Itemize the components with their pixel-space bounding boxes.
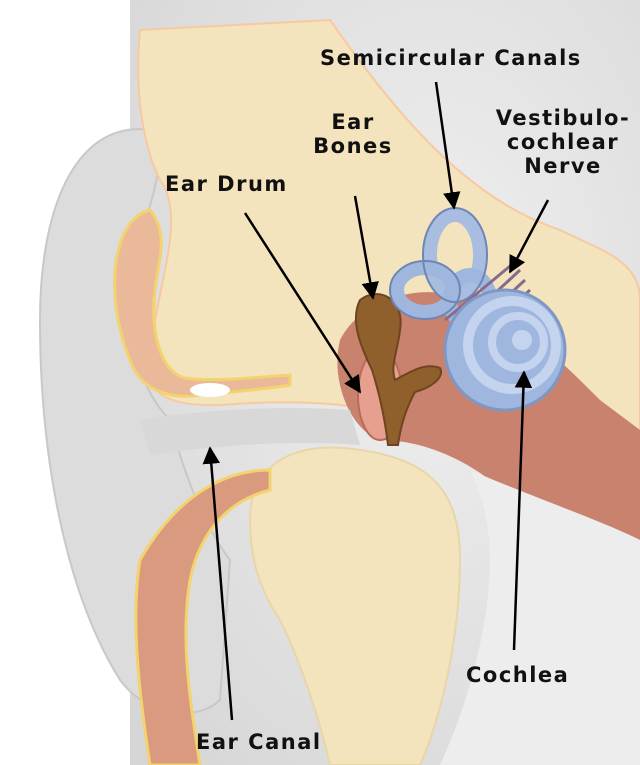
label-ear-bones-line-1: Ear	[308, 110, 398, 134]
label-nerve-line-3: Nerve	[488, 154, 638, 178]
label-semicircular-canals: Semicircular Canals	[320, 46, 582, 70]
label-nerve-line-1: Vestibulo-	[488, 106, 638, 130]
label-nerve-line-2: cochlear	[488, 130, 638, 154]
cochlea-structure	[445, 290, 565, 410]
label-ear-bones: Ear Bones	[308, 110, 398, 158]
label-vestibulocochlear-nerve: Vestibulo- cochlear Nerve	[488, 106, 638, 178]
label-ear-bones-line-2: Bones	[308, 134, 398, 158]
label-cochlea: Cochlea	[466, 663, 569, 687]
label-ear-drum: Ear Drum	[165, 172, 288, 196]
pinna-highlight	[190, 383, 230, 397]
label-ear-canal: Ear Canal	[196, 730, 322, 754]
